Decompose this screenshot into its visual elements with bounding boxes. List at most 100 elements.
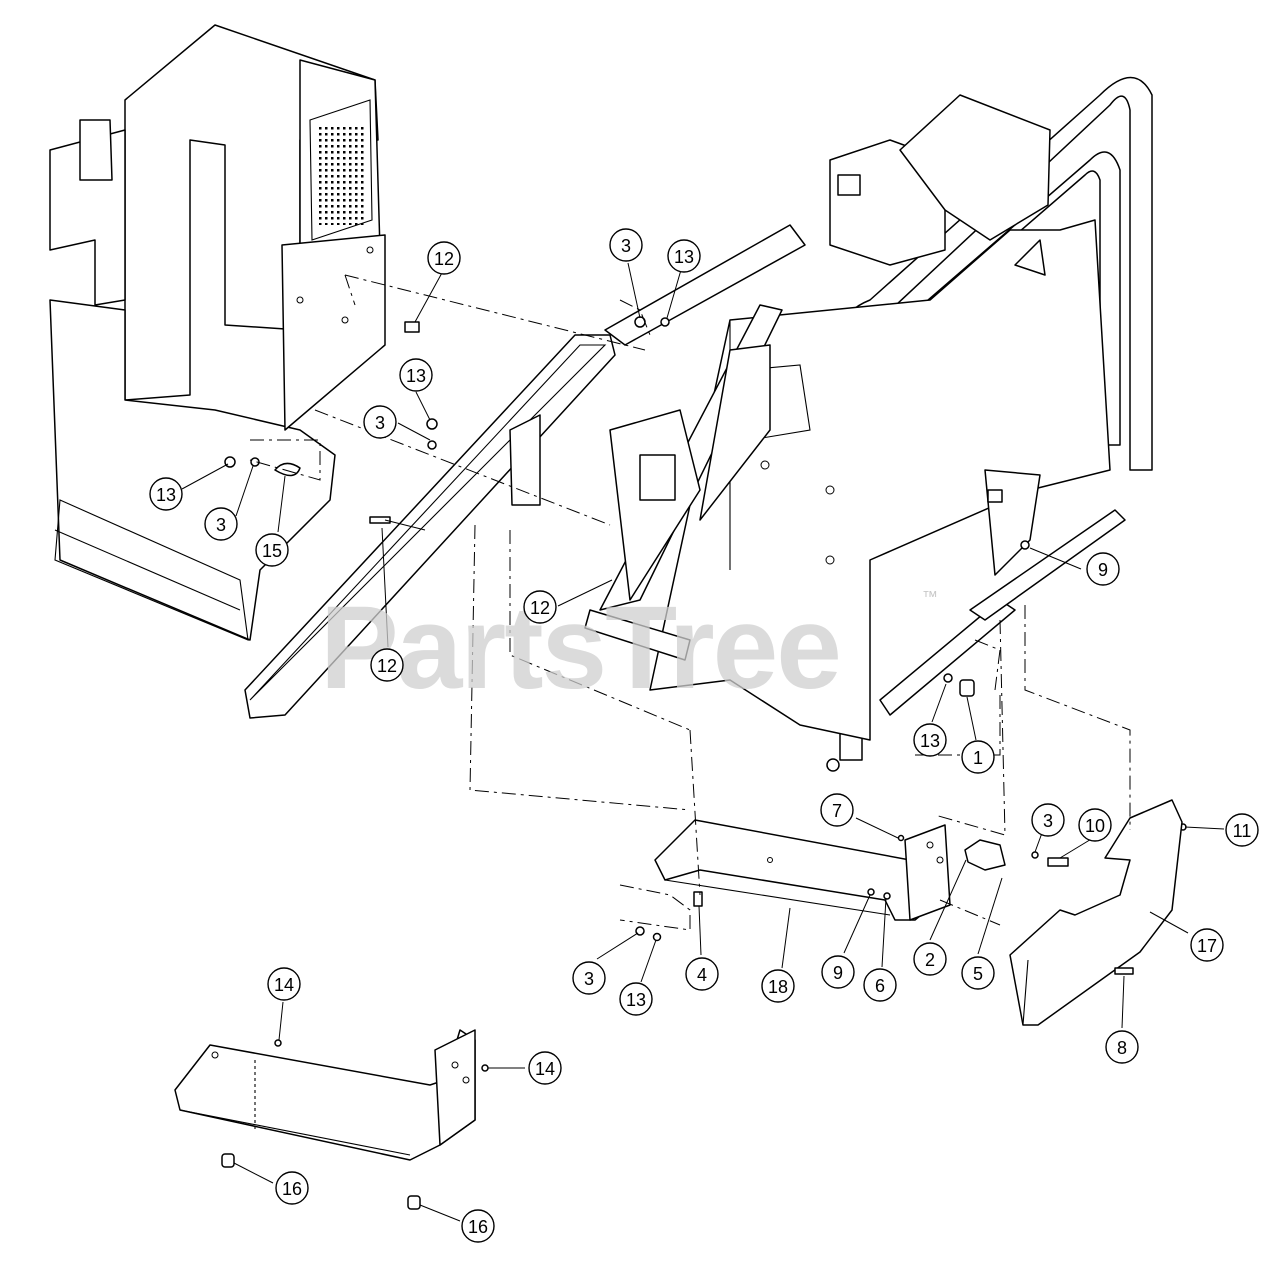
callout-label: 12 <box>434 249 454 269</box>
callout-3: 3 <box>204 507 238 541</box>
callout-13: 13 <box>667 239 701 273</box>
callout-circle <box>761 969 795 1003</box>
callout-circle <box>267 967 301 1001</box>
leader-lines <box>181 262 1225 1222</box>
callout-circle <box>863 968 897 1002</box>
assembly-lines <box>249 274 1131 931</box>
callout-circle <box>685 957 719 991</box>
callout-label: 18 <box>768 977 788 997</box>
callout-9: 9 <box>821 955 855 989</box>
watermark-trademark: ™ <box>922 589 938 606</box>
callout-10: 10 <box>1078 808 1112 842</box>
callout-circle <box>1086 552 1120 586</box>
callout-12: 12 <box>370 648 404 682</box>
callout-label: 6 <box>875 976 885 996</box>
callout-circle <box>275 1171 309 1205</box>
callout-label: 17 <box>1197 936 1217 956</box>
callout-8: 8 <box>1105 1030 1139 1064</box>
callout-label: 9 <box>833 963 843 983</box>
right-engine-assembly <box>584 76 1153 772</box>
bracket-18-assembly <box>635 819 1187 942</box>
callout-3: 3 <box>363 405 397 439</box>
callout-label: 12 <box>377 656 397 676</box>
callout-17: 17 <box>1190 928 1224 962</box>
callout-circle <box>619 982 653 1016</box>
callout-14: 14 <box>528 1051 562 1085</box>
callout-6: 6 <box>863 968 897 1002</box>
callout-15: 15 <box>255 533 289 567</box>
callout-label: 15 <box>262 541 282 561</box>
callout-label: 13 <box>406 366 426 386</box>
callout-label: 3 <box>1043 811 1053 831</box>
callout-1: 1 <box>961 740 995 774</box>
callout-label: 3 <box>375 413 385 433</box>
callout-circle <box>1225 813 1259 847</box>
callout-circle <box>370 648 404 682</box>
callout-circle <box>1105 1030 1139 1064</box>
bracket-14-assembly <box>174 1029 489 1210</box>
callout-circle <box>1031 803 1065 837</box>
callout-circle <box>149 477 183 511</box>
callout-3: 3 <box>572 961 606 995</box>
watermark-text: PartsTree <box>320 582 840 714</box>
callout-circle <box>913 942 947 976</box>
callout-label: 7 <box>832 801 842 821</box>
callout-label: 8 <box>1117 1038 1127 1058</box>
callout-label: 16 <box>282 1179 302 1199</box>
callout-13: 13 <box>149 477 183 511</box>
callout-circle <box>399 358 433 392</box>
callout-4: 4 <box>685 957 719 991</box>
callout-11: 11 <box>1225 813 1259 847</box>
callout-18: 18 <box>761 969 795 1003</box>
callout-12: 12 <box>523 590 557 624</box>
callout-circle <box>461 1209 495 1243</box>
callout-label: 10 <box>1085 816 1105 836</box>
callout-label: 16 <box>468 1217 488 1237</box>
callout-label: 13 <box>920 731 940 751</box>
callout-label: 13 <box>626 990 646 1010</box>
callout-circle <box>609 228 643 262</box>
callout-label: 5 <box>973 964 983 984</box>
callout-label: 11 <box>1233 821 1252 841</box>
callout-circle <box>523 590 557 624</box>
callout-label: 2 <box>925 950 935 970</box>
callout-circle <box>961 956 995 990</box>
callout-circle <box>363 405 397 439</box>
callout-label: 14 <box>535 1059 555 1079</box>
callout-label: 3 <box>216 515 226 535</box>
callout-5: 5 <box>961 956 995 990</box>
callout-16: 16 <box>275 1171 309 1205</box>
callout-circle <box>667 239 701 273</box>
callout-16: 16 <box>461 1209 495 1243</box>
callout-label: 4 <box>697 965 707 985</box>
callout-circle <box>255 533 289 567</box>
callout-circle <box>1078 808 1112 842</box>
plate-17 <box>1009 799 1183 1026</box>
callout-label: 13 <box>674 247 694 267</box>
callout-label: 9 <box>1098 560 1108 580</box>
watermark: PartsTree ™ <box>320 582 938 714</box>
callout-2: 2 <box>913 942 947 976</box>
callout-label: 3 <box>621 236 631 256</box>
vent-grille <box>318 125 366 225</box>
callout-label: 14 <box>274 975 294 995</box>
callout-circle <box>572 961 606 995</box>
callout-label: 3 <box>584 969 594 989</box>
callout-circle <box>821 955 855 989</box>
callout-circle <box>427 241 461 275</box>
callout-9: 9 <box>1086 552 1120 586</box>
callout-13: 13 <box>399 358 433 392</box>
callout-circle <box>913 723 947 757</box>
callout-circle <box>204 507 238 541</box>
callout-7: 7 <box>820 793 854 827</box>
callout-3: 3 <box>609 228 643 262</box>
callout-circle <box>961 740 995 774</box>
callout-13: 13 <box>619 982 653 1016</box>
callout-14: 14 <box>267 967 301 1001</box>
callout-circle <box>820 793 854 827</box>
callout-13: 13 <box>913 723 947 757</box>
callout-12: 12 <box>427 241 461 275</box>
callout-circle <box>528 1051 562 1085</box>
